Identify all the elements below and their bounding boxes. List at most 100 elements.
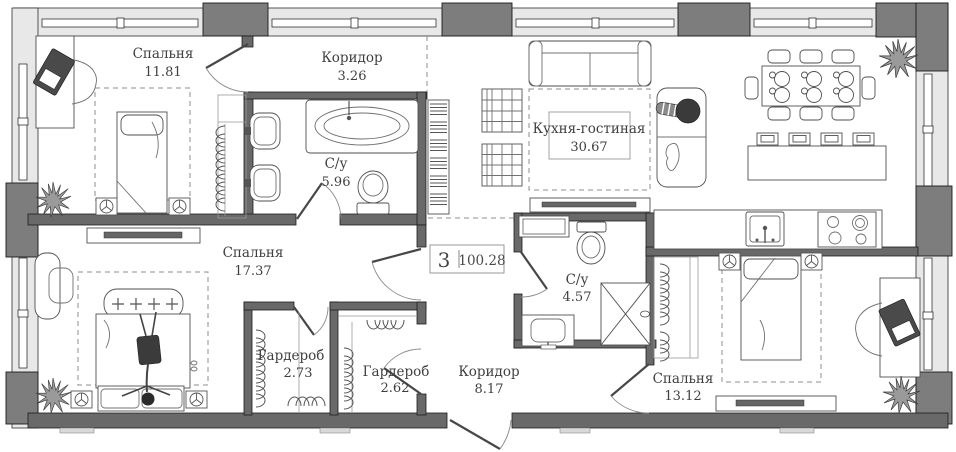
door-bedroom-3 — [610, 363, 650, 414]
svg-text:Гардероб: Гардероб — [258, 348, 325, 364]
svg-text:30.67: 30.67 — [570, 140, 607, 155]
room-bedroom-1 — [33, 35, 247, 219]
nightstand-lamp-icon — [718, 252, 741, 271]
svg-text:4.57: 4.57 — [563, 290, 592, 305]
laptop-icon — [33, 48, 75, 96]
room-label-kitchen-living: Кухня-гостиная 30.67 — [533, 111, 646, 160]
shower-cabin — [600, 282, 651, 346]
dark-object-icon — [675, 98, 701, 124]
wall-pillar — [915, 185, 953, 257]
room-label-wardrobe-2: Гардероб 2.62 — [363, 364, 430, 396]
room-label-wardrobe-1: Гардероб 2.73 — [258, 348, 325, 381]
door-bathroom-1 — [296, 182, 342, 220]
svg-text:Коридор: Коридор — [321, 50, 382, 66]
room-label-bedroom-2: Спальня 17.37 — [223, 245, 284, 279]
doors — [205, 43, 650, 450]
toilet — [576, 221, 607, 265]
wall-pillar — [677, 2, 751, 37]
pillow — [743, 258, 799, 280]
door-bedroom-1 — [205, 43, 249, 93]
wall-bottom — [511, 412, 949, 429]
office-chair — [855, 302, 883, 357]
wardrobe-rack — [217, 94, 247, 219]
nightstand-lamp-icon — [168, 197, 191, 216]
svg-text:Спальня: Спальня — [653, 371, 714, 387]
armchair-lounge — [655, 87, 707, 188]
wall-bottom — [27, 412, 448, 429]
svg-text:8.17: 8.17 — [475, 382, 504, 397]
room-label-bedroom-1: Спальня 11.81 — [133, 46, 194, 80]
tv-console — [529, 197, 651, 213]
nightstand-lamp-icon — [185, 390, 208, 409]
wall-pillar — [441, 2, 513, 37]
cabinet — [518, 215, 570, 238]
person-lying — [121, 311, 171, 406]
laptop-icon — [878, 298, 921, 347]
door-bathroom-2 — [520, 251, 548, 298]
svg-text:2.73: 2.73 — [284, 366, 313, 381]
towel-shelf — [427, 99, 450, 215]
hangers-icon — [215, 125, 226, 212]
wall-pillar-corner — [915, 2, 949, 72]
unit-total-area: 100.28 — [458, 253, 505, 269]
toilet — [356, 170, 390, 215]
plant-icon — [878, 38, 919, 79]
room-label-bathroom-1: С/у 5.96 — [322, 156, 351, 190]
room-label-bathroom-2: С/у 4.57 — [563, 272, 592, 305]
lounge-chair — [34, 252, 61, 320]
room-wardrobe-2 — [338, 315, 416, 412]
lounge-chair-arm — [48, 267, 74, 304]
entry-door — [449, 419, 512, 450]
office-chair — [71, 59, 97, 105]
pillow — [120, 114, 164, 136]
door-bedroom-2 — [371, 247, 422, 301]
nightstand-lamp-icon — [70, 390, 93, 409]
cat-icon — [665, 143, 680, 171]
svg-text:3.26: 3.26 — [338, 69, 367, 84]
svg-text:С/у: С/у — [325, 156, 348, 172]
svg-text:13.12: 13.12 — [664, 389, 701, 404]
svg-text:11.81: 11.81 — [144, 65, 181, 80]
tv-console — [715, 395, 837, 412]
plant-icon — [882, 375, 921, 414]
room-bathroom-2 — [518, 215, 651, 350]
sink — [245, 164, 281, 202]
svg-text:5.96: 5.96 — [322, 175, 351, 190]
room-bathroom-1 — [245, 99, 419, 215]
room-labels: Спальня 11.81 Коридор 3.26 С/у 5.96 Кухн… — [133, 46, 714, 404]
door-wardrobe-1 — [293, 306, 329, 336]
svg-text:Спальня: Спальня — [133, 46, 194, 62]
tv-console — [86, 227, 201, 244]
svg-text:2.62: 2.62 — [381, 381, 410, 396]
interior-walls — [27, 35, 919, 416]
outer-walls — [5, 2, 953, 434]
kitchen-sink — [745, 211, 785, 247]
bar-counter — [747, 132, 887, 181]
door-wardrobe-2 — [383, 348, 422, 395]
unit-rooms-count: 3 — [438, 248, 451, 272]
plant-icon — [35, 377, 72, 414]
dining-table — [744, 49, 876, 121]
room-label-corridor-2: Коридор 8.17 — [458, 364, 519, 397]
kitchen-zone-outline — [528, 88, 651, 191]
room-label-bedroom-3: Спальня 13.12 — [653, 371, 714, 404]
sofa — [528, 40, 652, 87]
wardrobe-rack — [653, 256, 699, 359]
wall-pillar — [202, 2, 269, 37]
room-bedroom-2 — [34, 227, 208, 414]
svg-text:Коридор: Коридор — [458, 364, 519, 380]
nightstand-lamp-icon — [800, 252, 823, 271]
bathtub — [305, 99, 419, 154]
svg-text:С/у: С/у — [566, 272, 589, 288]
cooktop — [817, 211, 877, 248]
bed-single — [740, 255, 802, 361]
svg-text:Кухня-гостиная: Кухня-гостиная — [533, 121, 646, 137]
nightstand-lamp-icon — [95, 197, 118, 216]
svg-text:Гардероб: Гардероб — [363, 364, 430, 380]
room-bedroom-3 — [653, 252, 921, 414]
plant-icon — [35, 181, 72, 218]
bed-single — [116, 111, 168, 214]
shelf-grid — [481, 143, 523, 187]
